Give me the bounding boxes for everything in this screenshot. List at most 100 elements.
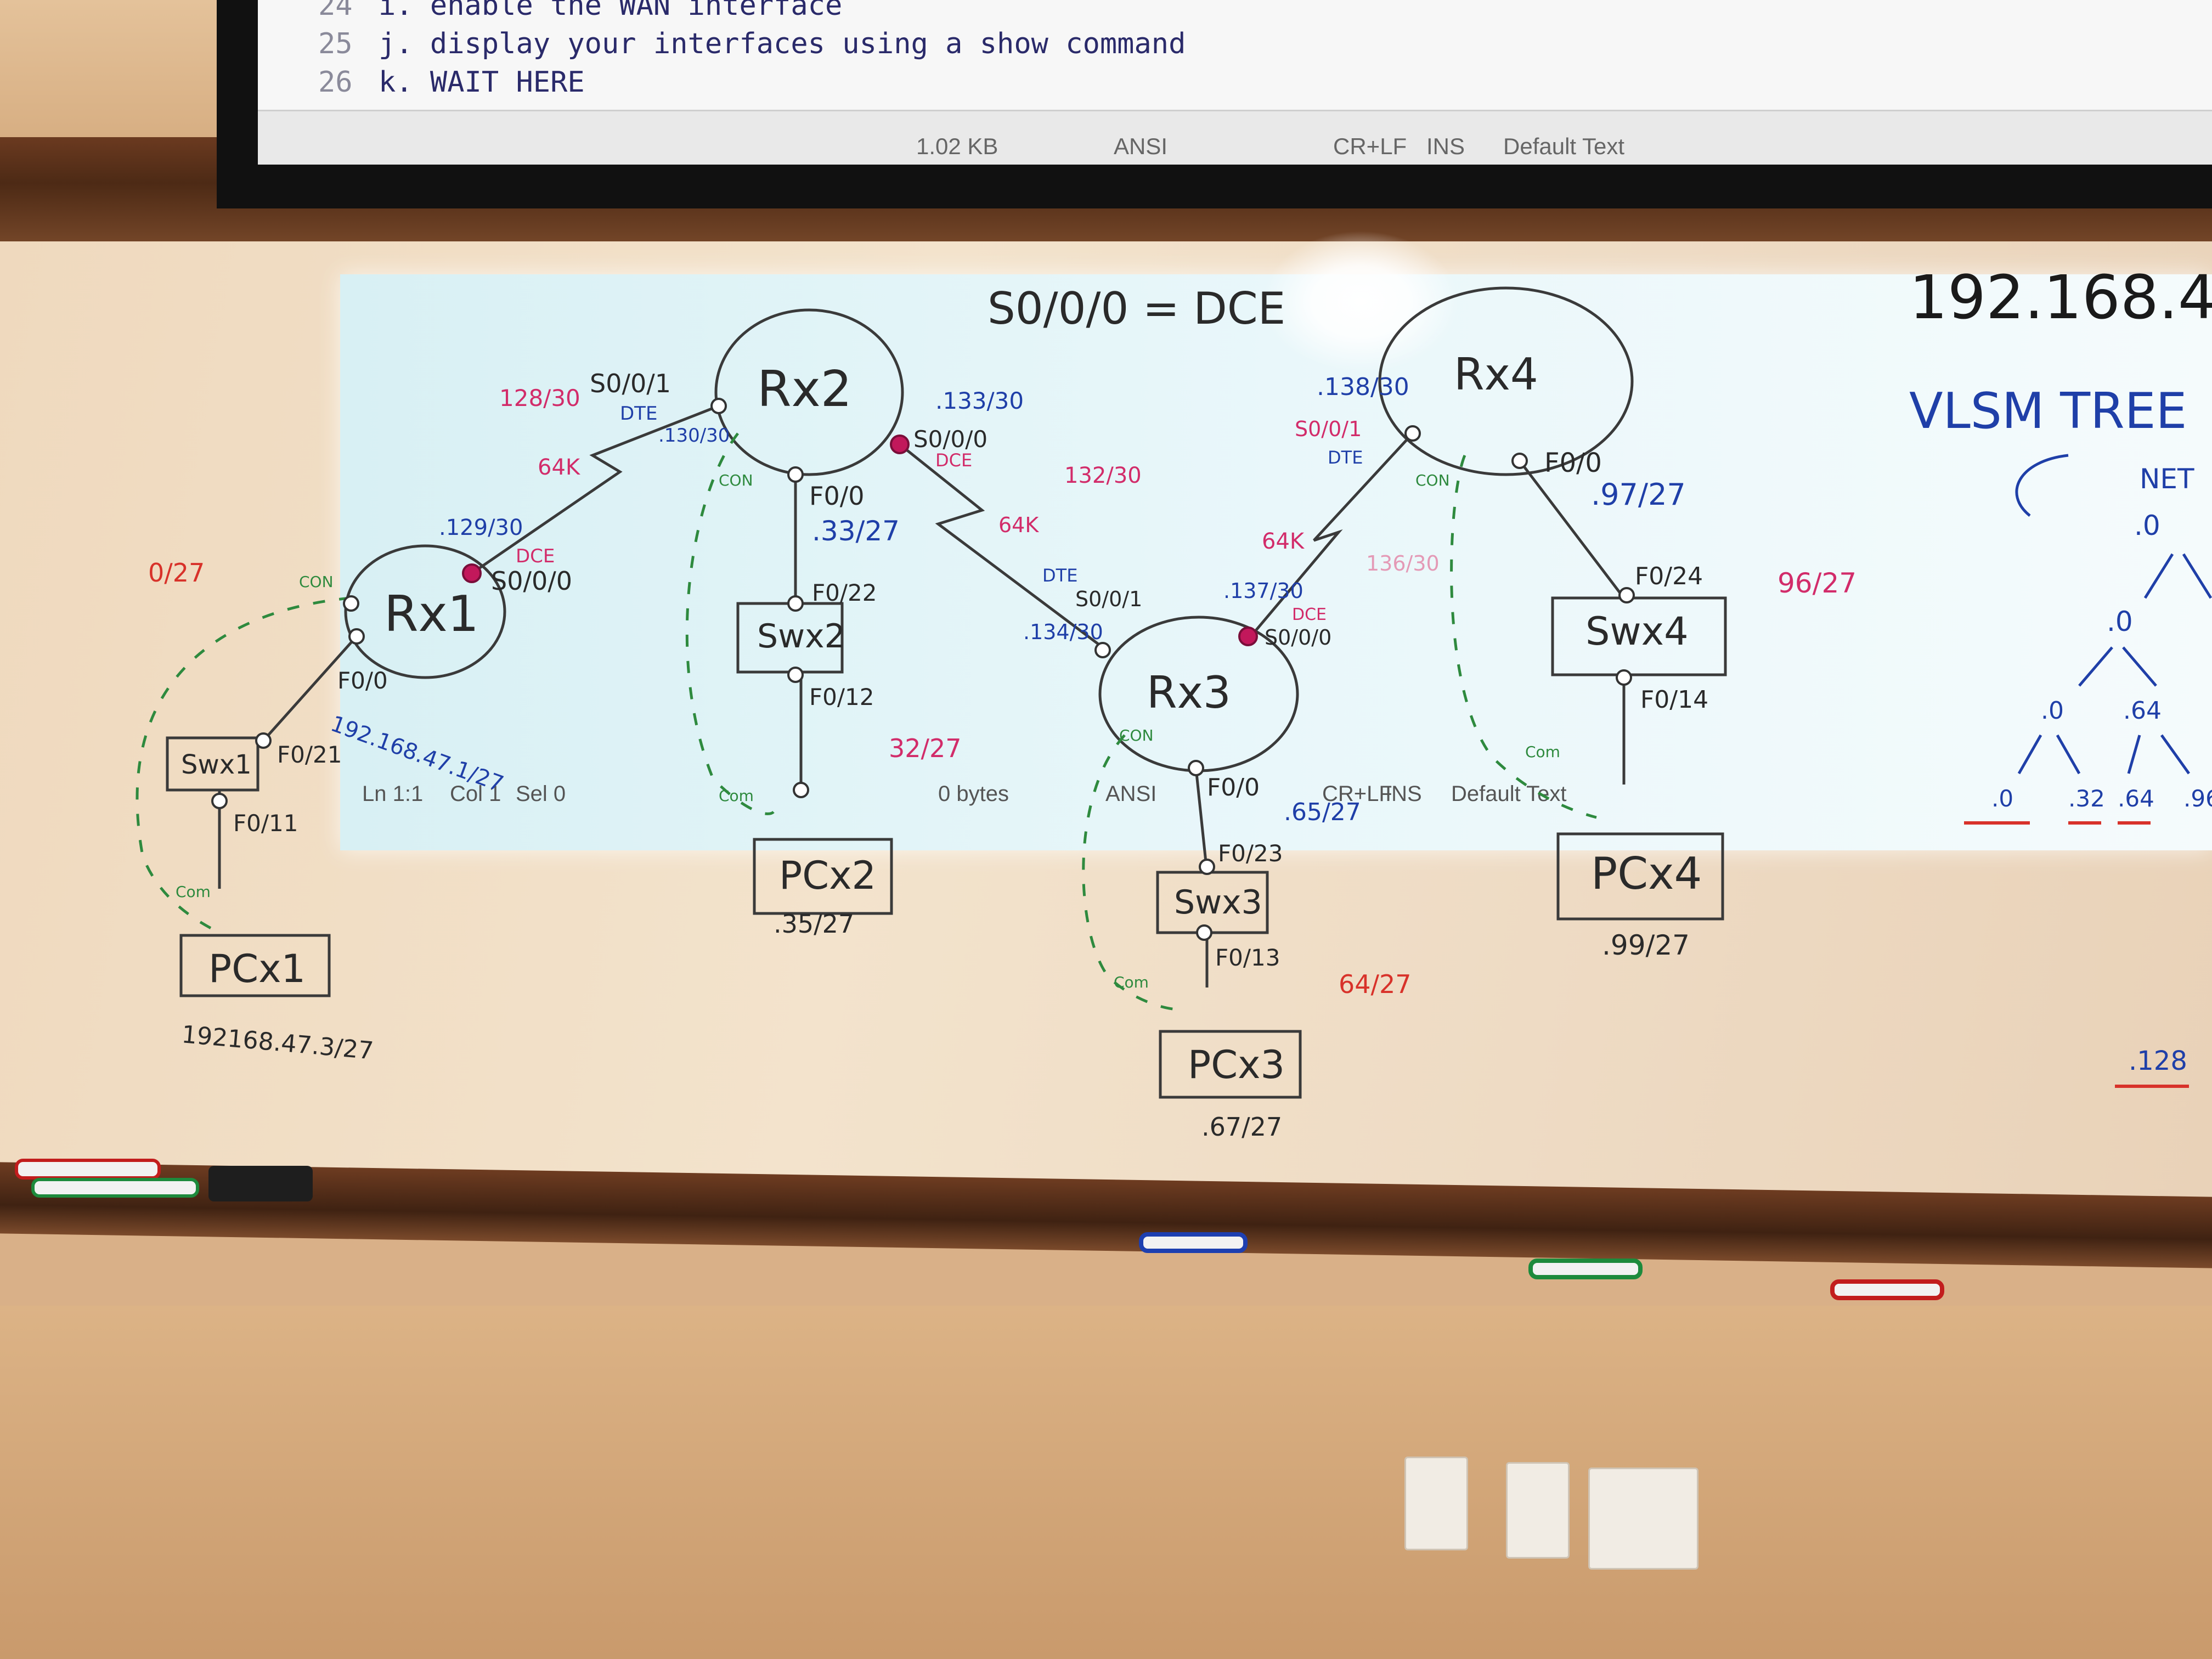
swx1-f021-label: F0/21 bbox=[277, 741, 342, 768]
green-marker bbox=[1528, 1259, 1643, 1279]
tree-branch bbox=[2056, 734, 2081, 775]
router-rx1-circle bbox=[344, 544, 506, 679]
con-label-2: CON bbox=[719, 471, 753, 489]
tree-branch bbox=[2127, 735, 2141, 774]
rx3-lan-label: .65/27 bbox=[1284, 798, 1361, 826]
switch-plate-2 bbox=[1506, 1462, 1570, 1559]
insert-mode: INS bbox=[1385, 782, 1422, 806]
insert-mode: INS bbox=[1426, 133, 1465, 159]
serial-link-rx2-rx3 bbox=[899, 443, 1104, 648]
encoding: ANSI bbox=[1105, 782, 1157, 806]
link-rx4-swx4 bbox=[1519, 460, 1625, 599]
console-cable-2 bbox=[685, 432, 775, 815]
port-swx4-f014 bbox=[1616, 669, 1632, 686]
switch-plate-1 bbox=[1404, 1457, 1468, 1550]
subnet-96-label: 96/27 bbox=[1778, 567, 1857, 599]
port-rx3-s000-dce bbox=[1238, 627, 1258, 646]
rx3-label: Rx3 bbox=[1147, 667, 1231, 718]
tree-net-label: NET bbox=[2140, 463, 2194, 495]
rx2-subnet-label: 128/30 bbox=[499, 385, 580, 411]
red-marker-left bbox=[15, 1159, 161, 1180]
swx2-f022-label: F0/22 bbox=[812, 579, 877, 606]
pcx3-label: PCx3 bbox=[1188, 1042, 1285, 1087]
tree-branch bbox=[2143, 553, 2174, 599]
port-swx3-f023 bbox=[1199, 859, 1215, 875]
port-rx1-con bbox=[343, 595, 359, 612]
rx4-ip-label: .138/30 bbox=[1317, 373, 1409, 401]
tree-arrow bbox=[2015, 454, 2069, 517]
swx3-f023-label: F0/23 bbox=[1218, 840, 1283, 867]
tree-branch bbox=[2160, 734, 2191, 775]
rx2-lan-label: .33/27 bbox=[812, 515, 900, 547]
text-style: Default Text bbox=[1503, 133, 1625, 159]
rx3-ip2-label: .137/30 bbox=[1223, 579, 1304, 603]
swx4-f014-label: F0/14 bbox=[1640, 686, 1708, 714]
subnet-64-label: 64/27 bbox=[1339, 969, 1412, 999]
file-size: 0 bytes bbox=[938, 782, 1009, 806]
swx2-f012-label: F0/12 bbox=[809, 684, 874, 710]
rx2-f00-label: F0/0 bbox=[809, 481, 865, 511]
link-rx1-swx1 bbox=[262, 635, 358, 742]
rx2-ip-label: .130/30 bbox=[658, 425, 730, 447]
pcx4-label: PCx4 bbox=[1591, 848, 1702, 899]
red-marker bbox=[1830, 1279, 1944, 1300]
port-rx2-f00 bbox=[787, 466, 804, 483]
con-label-4: CON bbox=[1415, 471, 1450, 489]
port-rx2-s001 bbox=[710, 398, 727, 414]
rx3-subnet-label: 132/30 bbox=[1064, 463, 1142, 488]
rx1-f00-label: F0/0 bbox=[337, 667, 388, 694]
power-outlet bbox=[1588, 1468, 1699, 1570]
port-rx3-s001 bbox=[1094, 642, 1111, 658]
pc-pcx2-box bbox=[753, 838, 893, 915]
port-rx3-f00 bbox=[1188, 760, 1204, 776]
rx2-s000-label: S0/0/0 bbox=[913, 426, 988, 453]
tree-l3b: .32 bbox=[2068, 785, 2105, 812]
port-swx2-f012 bbox=[787, 667, 804, 683]
com-label-2: Com bbox=[719, 787, 754, 805]
link-rx3-swx3 bbox=[1194, 768, 1209, 873]
cursor-position: Ln 1:1 bbox=[362, 782, 424, 806]
pcx2-label: PCx2 bbox=[779, 853, 876, 898]
tree-l3a: .0 bbox=[1991, 785, 2013, 812]
dce-header: S0/0/0 = DCE bbox=[988, 283, 1285, 334]
column: Col 1 bbox=[450, 782, 501, 806]
rx2-label: Rx2 bbox=[757, 360, 852, 418]
subnet-32-label: 32/27 bbox=[889, 733, 962, 763]
console-cable-3 bbox=[1082, 734, 1180, 1011]
tree-root: .0 bbox=[2134, 510, 2160, 541]
vlsm-title: VLSM TREE bbox=[1909, 382, 2187, 440]
tree-l2a: .0 bbox=[2041, 697, 2064, 725]
swx1-f011-label: F0/11 bbox=[233, 810, 298, 837]
tree-branch bbox=[2122, 646, 2157, 687]
blue-marker bbox=[1139, 1232, 1248, 1253]
rx3-dte-label: DTE bbox=[1042, 565, 1077, 586]
switch-swx4-box bbox=[1551, 596, 1727, 676]
tree-branch bbox=[2078, 646, 2113, 687]
swx3-label: Swx3 bbox=[1174, 883, 1262, 922]
rx2-ip2-label: .133/30 bbox=[935, 387, 1024, 414]
projected-editor bbox=[340, 274, 2212, 850]
serial-link-rx1-rx2 bbox=[471, 404, 719, 575]
tree-l2b: .64 bbox=[2123, 697, 2162, 725]
port-rx2-s000-dce bbox=[890, 435, 910, 454]
com-label-3: Com bbox=[1114, 973, 1149, 991]
speed-label-2: 64K bbox=[998, 513, 1039, 537]
rx2-dte-label: DTE bbox=[620, 403, 657, 425]
swx3-f013-label: F0/13 bbox=[1215, 944, 1280, 971]
swx4-f024-label: F0/24 bbox=[1635, 562, 1703, 590]
rx1-dce-label: DCE bbox=[516, 545, 555, 567]
swx2-label: Swx2 bbox=[757, 617, 845, 656]
rx2-s001-label: S0/0/1 bbox=[590, 369, 671, 398]
rx4-subnet-label: 136/30 bbox=[1366, 551, 1440, 575]
console-cable-1 bbox=[136, 596, 352, 934]
rx4-dte-label: DTE bbox=[1328, 447, 1363, 468]
projected-status-bar: Ln 1:1 Col 1 Sel 0 0 bytes ANSI CR+LF IN… bbox=[362, 771, 2211, 809]
wall-bottom bbox=[0, 1306, 2212, 1659]
pcx2-ip-label: .35/27 bbox=[774, 909, 854, 939]
text-style: Default Text bbox=[1451, 782, 1567, 806]
rx4-s001-label: S0/0/1 bbox=[1295, 417, 1362, 441]
serial-link-rx3-rx4 bbox=[1250, 432, 1414, 637]
